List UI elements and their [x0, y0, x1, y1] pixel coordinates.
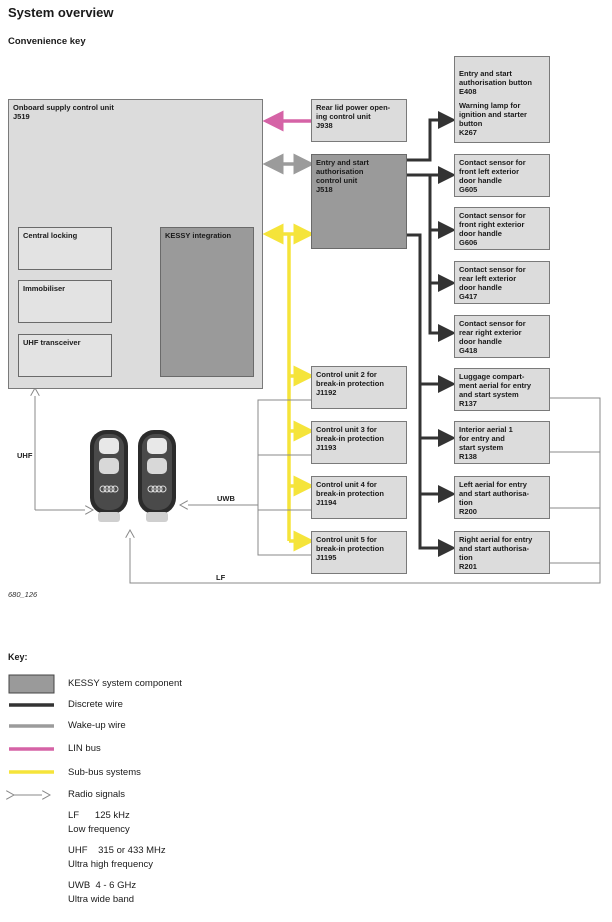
g605-contact-sensor: Contact sensor for front left exterior d…	[454, 154, 550, 197]
page-title: System overview	[8, 5, 114, 20]
g606-contact-sensor: Contact sensor for front right exterior …	[454, 207, 550, 250]
k267-warning-lamp: Warning lamp for ignition and starter bu…	[459, 101, 527, 137]
kessy-integration-block: KESSY integration	[160, 227, 254, 377]
j1192-control-unit: Control unit 2 for break-in protection J…	[311, 366, 407, 409]
g418-contact-sensor: Contact sensor for rear right exterior d…	[454, 315, 550, 358]
lf-desc-line: Low frequency	[68, 824, 130, 835]
e408-k267-group: Entry and start authorisation button E40…	[454, 56, 550, 143]
j1193-control-unit: Control unit 3 for break-in protection J…	[311, 421, 407, 464]
r200-left-aerial: Left aerial for entry and start authoris…	[454, 476, 550, 519]
r201-right-aerial: Right aerial for entry and start authori…	[454, 531, 550, 574]
key-fob-pair-icon	[90, 430, 176, 522]
uwb-desc-line: Ultra wide band	[68, 894, 135, 905]
central-locking-block: Central locking	[18, 227, 112, 270]
key-uhf-freq: UHF 315 or 433 MHz Ultra high frequency	[68, 844, 166, 872]
key-lin-label: LIN bus	[68, 743, 101, 754]
key-fob-icon	[90, 430, 128, 522]
uwb-label: UWB	[217, 494, 235, 503]
key-subbus-label: Sub-bus systems	[68, 767, 141, 778]
key-title: Key:	[8, 652, 28, 662]
key-wakeup-label: Wake-up wire	[68, 720, 126, 731]
e408-start-button: Entry and start authorisation button E40…	[459, 69, 532, 96]
key-uwb-freq: UWB 4 - 6 GHz Ultra wide band	[68, 879, 136, 907]
key-component-label: KESSY system component	[68, 678, 182, 689]
uwb-freq-line: UWB 4 - 6 GHz	[68, 880, 137, 891]
figure-id: 680_126	[8, 590, 38, 599]
uhf-label: UHF	[17, 451, 33, 460]
page-subtitle: Convenience key	[8, 36, 86, 47]
key-fob-icon	[138, 430, 176, 522]
g417-contact-sensor: Contact sensor for rear left exterior do…	[454, 261, 550, 304]
uhf-freq-line: UHF 315 or 433 MHz	[68, 845, 166, 856]
lf-label: LF	[216, 573, 226, 582]
key-radio-label: Radio signals	[68, 789, 126, 800]
j518-entry-start-control-unit: Entry and start authorisation control un…	[311, 154, 407, 249]
uhf-transceiver-block: UHF transceiver	[18, 334, 112, 377]
key-lf-freq: LF 125 kHz Low frequency	[68, 809, 130, 837]
j1194-control-unit: Control unit 4 for break-in protection J…	[311, 476, 407, 519]
lf-freq-line: LF 125 kHz	[68, 810, 130, 821]
r138-interior-aerial: Interior aerial 1 for entry and start sy…	[454, 421, 550, 464]
uhf-desc-line: Ultra high frequency	[68, 859, 154, 870]
j938-rear-lid-control-unit: Rear lid power open- ing control unit J9…	[311, 99, 407, 142]
r137-luggage-aerial: Luggage compart- ment aerial for entry a…	[454, 368, 550, 411]
j1195-control-unit: Control unit 5 for break-in protection J…	[311, 531, 407, 574]
immobiliser-block: Immobiliser	[18, 280, 112, 323]
key-discrete-label: Discrete wire	[68, 699, 123, 710]
